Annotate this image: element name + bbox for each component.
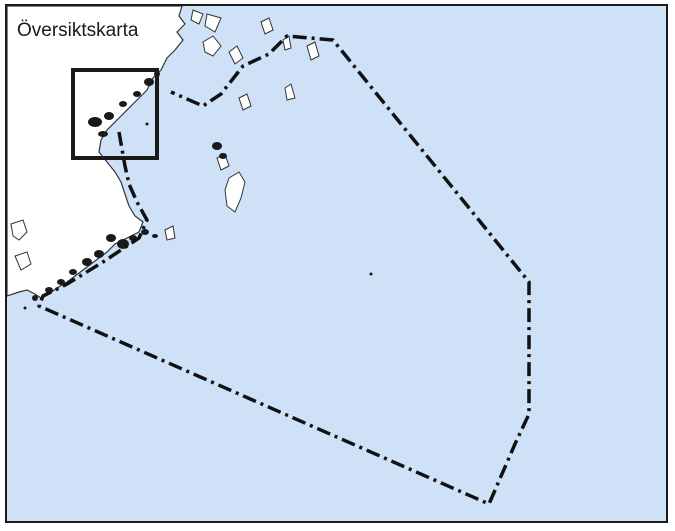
- island: [260, 17, 274, 35]
- archipelago: [164, 17, 320, 241]
- boundary-line: [37, 34, 531, 506]
- island: [224, 171, 246, 213]
- island: [164, 225, 176, 241]
- island: [238, 93, 252, 111]
- overview-map: [7, 6, 666, 521]
- island: [228, 45, 244, 65]
- island: [306, 41, 320, 61]
- land-fragment: [204, 13, 222, 33]
- inset-rectangle: [71, 68, 159, 160]
- land-fragment: [14, 251, 32, 271]
- land-fragment: [10, 219, 28, 241]
- overview-map-frame: Översiktskarta: [5, 4, 668, 523]
- land-fragment: [190, 9, 204, 25]
- island: [202, 35, 222, 57]
- island: [284, 83, 296, 101]
- map-title: Översiktskarta: [15, 20, 142, 43]
